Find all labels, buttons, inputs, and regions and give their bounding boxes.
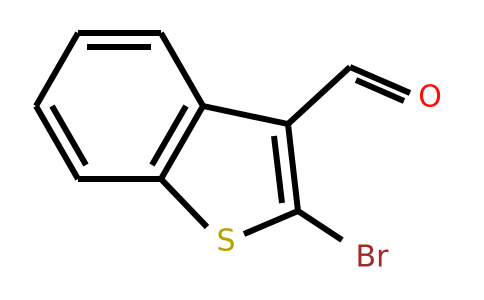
- bond-c3-c2-inner: [271, 135, 285, 204]
- bond-benzene-lower-left-inner: [49, 104, 89, 167]
- bond-benzene-upper-right: [158, 31, 206, 108]
- bond-benzene-fusion-inner: [149, 104, 189, 167]
- thiophene-ring: [158, 103, 301, 237]
- bromine-atom-label: Br: [356, 240, 390, 275]
- bond-benzene-fusion: [158, 104, 206, 181]
- bond-cho-o-double: [354, 77, 406, 104]
- oxygen-atom-label: O: [418, 80, 442, 115]
- bond-c2-s: [242, 208, 300, 237]
- bond-c2-br: [296, 208, 344, 243]
- bond-c3-cho: [285, 64, 353, 127]
- bond-benzene-lower-left: [33, 104, 81, 181]
- sulfur-atom-label: S: [216, 224, 235, 259]
- bond-s-c7a: [158, 176, 210, 230]
- bond-cho-o: [348, 64, 412, 96]
- benzene-ring: [33, 30, 206, 182]
- bond-benzene-upper-left: [33, 31, 81, 108]
- bond-c3a-c3: [202, 103, 289, 127]
- bond-c3-c2: [285, 123, 301, 212]
- substituents: [285, 64, 412, 243]
